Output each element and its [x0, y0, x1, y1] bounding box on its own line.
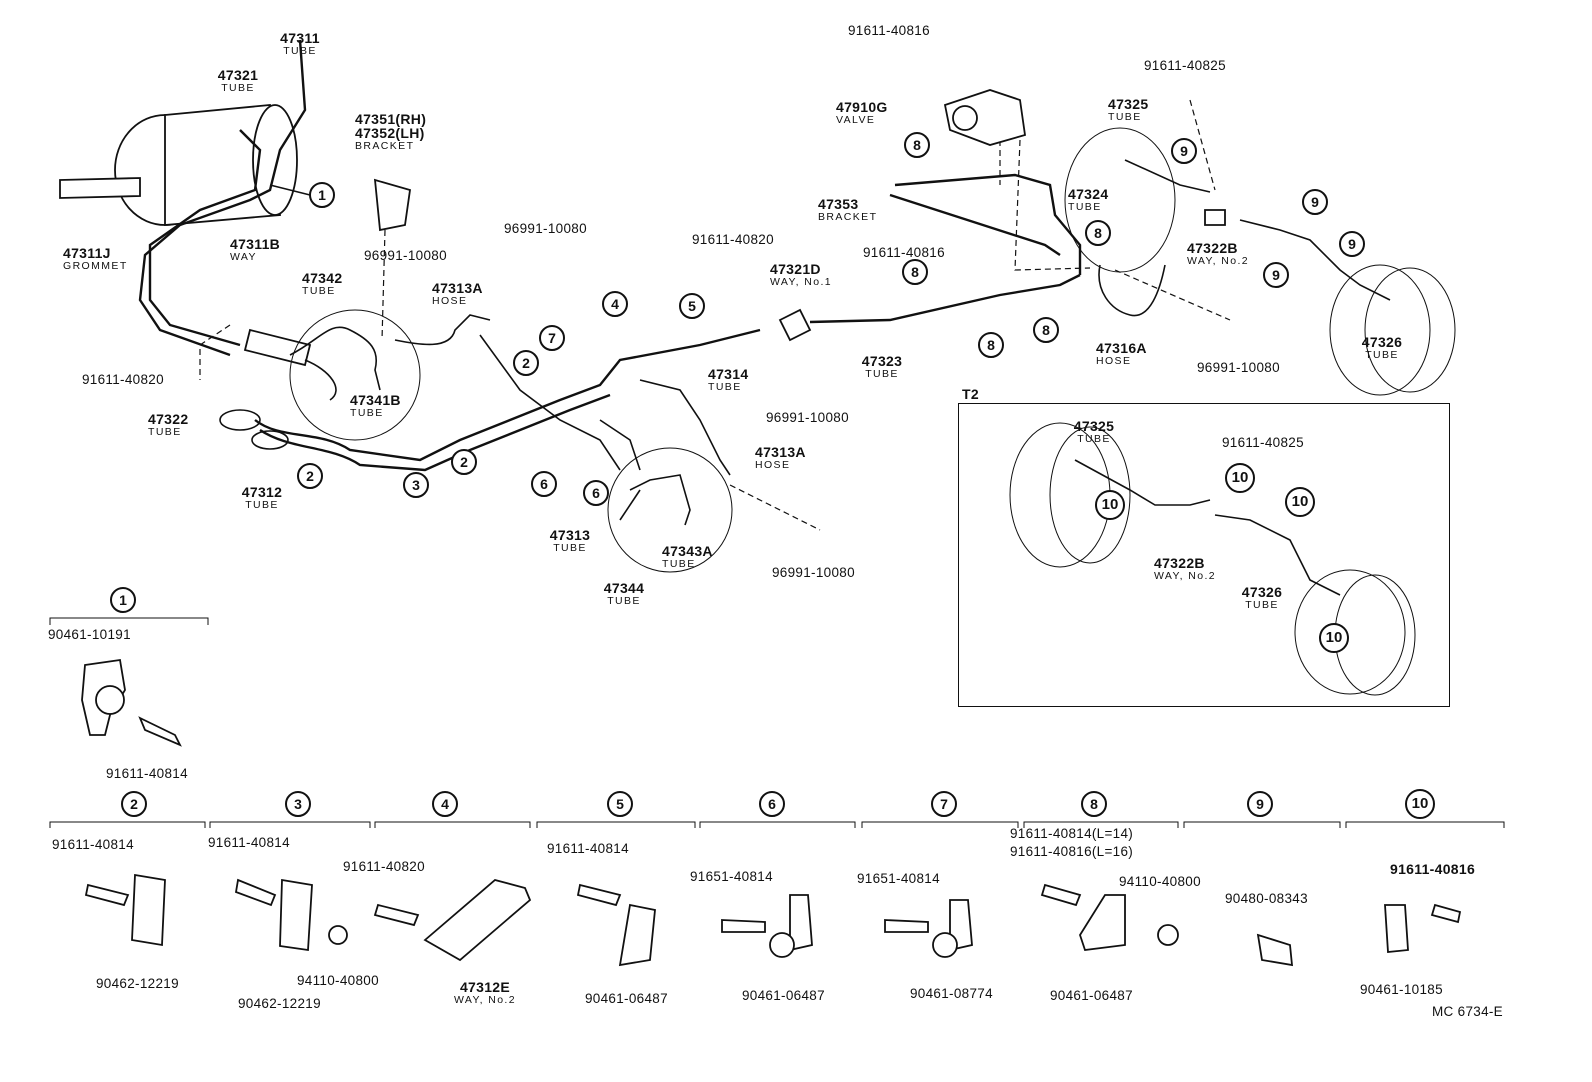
- group-9-number: 9: [1247, 791, 1273, 817]
- callout-6: 6: [583, 480, 609, 506]
- label-96991-10080-a: 96991-10080: [364, 248, 447, 263]
- callout-8: 8: [902, 259, 928, 285]
- callout-9: 9: [1171, 138, 1197, 164]
- group-6-part-b: 90461-06487: [742, 988, 825, 1003]
- callout-10: 10: [1225, 463, 1255, 493]
- group-6-number: 6: [759, 791, 785, 817]
- label-91611-40816-b: 91611-40816: [863, 245, 945, 260]
- group-1-part-b: 91611-40814: [106, 766, 188, 781]
- callout-9: 9: [1263, 262, 1289, 288]
- group-1-part-a: 90461-10191: [48, 627, 131, 642]
- callout-2: 2: [451, 449, 477, 475]
- callout-8: 8: [1033, 317, 1059, 343]
- callout-7: 7: [539, 325, 565, 351]
- group-10-part-b: 90461-10185: [1360, 982, 1443, 997]
- group-8-number: 8: [1081, 791, 1107, 817]
- group-4-part-a: 91611-40820: [343, 859, 425, 874]
- label-47351-bracket: 47351(RH)47352(LH)BRACKET: [355, 111, 427, 152]
- group-3-part-c: 94110-40800: [297, 973, 379, 988]
- group-3-part-b: 90462-12219: [238, 996, 321, 1011]
- group-9-part-a: 90480-08343: [1225, 891, 1308, 906]
- label-96991-10080-c: 96991-10080: [766, 410, 849, 425]
- callout-2: 2: [513, 350, 539, 376]
- label-96991-10080-b: 96991-10080: [504, 221, 587, 236]
- group-8-part-a: 91611-40814(L=14): [1010, 826, 1134, 841]
- callout-9: 9: [1302, 189, 1328, 215]
- group-1-number: 1: [110, 587, 136, 613]
- group-5-number: 5: [607, 791, 633, 817]
- label-91611-40816-a: 91611-40816: [848, 23, 930, 38]
- group-5-part-a: 91611-40814: [547, 841, 629, 856]
- group-3-part-a: 91611-40814: [208, 835, 290, 850]
- inset-title: T2: [962, 386, 979, 402]
- label-91611-40820-b: 91611-40820: [82, 372, 164, 387]
- group-2-part-b: 90462-12219: [96, 976, 179, 991]
- label-91611-40825-b: 91611-40825: [1222, 435, 1304, 450]
- callout-10: 10: [1285, 487, 1315, 517]
- group-7-part-b: 90461-08774: [910, 986, 993, 1001]
- group-8-part-c: 94110-40800: [1119, 874, 1201, 889]
- group-4-number: 4: [432, 791, 458, 817]
- group-3-number: 3: [285, 791, 311, 817]
- group-7-part-a: 91651-40814: [857, 871, 940, 886]
- callout-8: 8: [904, 132, 930, 158]
- callout-1: 1: [309, 182, 335, 208]
- label-96991-10080-e: 96991-10080: [1197, 360, 1280, 375]
- callout-4: 4: [602, 291, 628, 317]
- callout-9: 9: [1339, 231, 1365, 257]
- diagram-code: MC 6734-E: [1432, 1004, 1503, 1019]
- callout-10: 10: [1095, 490, 1125, 520]
- callout-3: 3: [403, 472, 429, 498]
- callout-6: 6: [531, 471, 557, 497]
- callout-8: 8: [1085, 220, 1111, 246]
- group-6-part-a: 91651-40814: [690, 869, 773, 884]
- inset-frame-t2: [958, 403, 1450, 707]
- callout-8: 8: [978, 332, 1004, 358]
- group-8-part-d: 90461-06487: [1050, 988, 1133, 1003]
- group-5-part-b: 90461-06487: [585, 991, 668, 1006]
- callout-2: 2: [297, 463, 323, 489]
- group-7-number: 7: [931, 791, 957, 817]
- label-91611-40825-a: 91611-40825: [1144, 58, 1226, 73]
- callout-10: 10: [1319, 623, 1349, 653]
- group-2-number: 2: [121, 791, 147, 817]
- group-2-part-a: 91611-40814: [52, 837, 134, 852]
- master-cylinder-drawing: [59, 104, 298, 226]
- group-8-part-b: 91611-40816(L=16): [1010, 844, 1134, 859]
- group-10-number: 10: [1405, 789, 1435, 819]
- group-10-part-a: 91611-40816: [1390, 861, 1476, 877]
- label-96991-10080-d: 96991-10080: [772, 565, 855, 580]
- callout-5: 5: [679, 293, 705, 319]
- label-91611-40820-a: 91611-40820: [692, 232, 774, 247]
